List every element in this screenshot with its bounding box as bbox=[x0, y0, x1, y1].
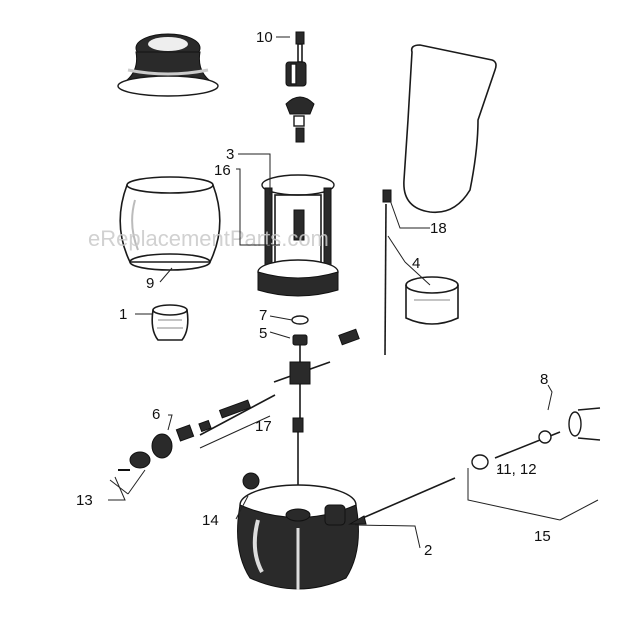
callout-13: 13 bbox=[76, 492, 93, 509]
nut-washer-part bbox=[291, 315, 309, 346]
generator-tube-part bbox=[273, 328, 360, 490]
callout-4: 4 bbox=[412, 255, 420, 272]
fuel-tank-part bbox=[237, 484, 359, 590]
callout-2: 2 bbox=[424, 542, 432, 559]
frame-cage-part bbox=[257, 174, 339, 297]
callout-17: 17 bbox=[255, 418, 272, 435]
callout-9: 9 bbox=[146, 275, 154, 292]
callout-14: 14 bbox=[202, 512, 219, 529]
globe-part bbox=[119, 176, 221, 271]
mantle-part bbox=[151, 304, 189, 341]
valve-stem-part bbox=[151, 394, 276, 459]
filter-cap-part bbox=[118, 451, 151, 471]
callout-18: 18 bbox=[430, 220, 447, 237]
callout-11-12: 11, 12 bbox=[496, 461, 537, 478]
callout-15: 15 bbox=[534, 528, 551, 545]
callout-6: 6 bbox=[152, 406, 160, 423]
check-valve-part bbox=[348, 477, 456, 525]
bail-wire-part bbox=[403, 44, 497, 214]
callout-16: 16 bbox=[214, 162, 231, 179]
callout-1: 1 bbox=[119, 306, 127, 323]
collar-assembly-part bbox=[285, 31, 315, 143]
knob-part bbox=[242, 472, 260, 490]
ventilator-part bbox=[117, 33, 219, 97]
callout-3: 3 bbox=[226, 146, 234, 163]
watermark-text: eReplacementParts.com bbox=[88, 226, 329, 251]
pump-assembly-part bbox=[471, 407, 601, 470]
callout-5: 5 bbox=[259, 325, 267, 342]
callout-10: 10 bbox=[256, 29, 273, 46]
callout-7: 7 bbox=[259, 307, 267, 324]
callout-8: 8 bbox=[540, 371, 548, 388]
leader-lines bbox=[108, 36, 599, 549]
heat-shield-part bbox=[382, 189, 459, 356]
